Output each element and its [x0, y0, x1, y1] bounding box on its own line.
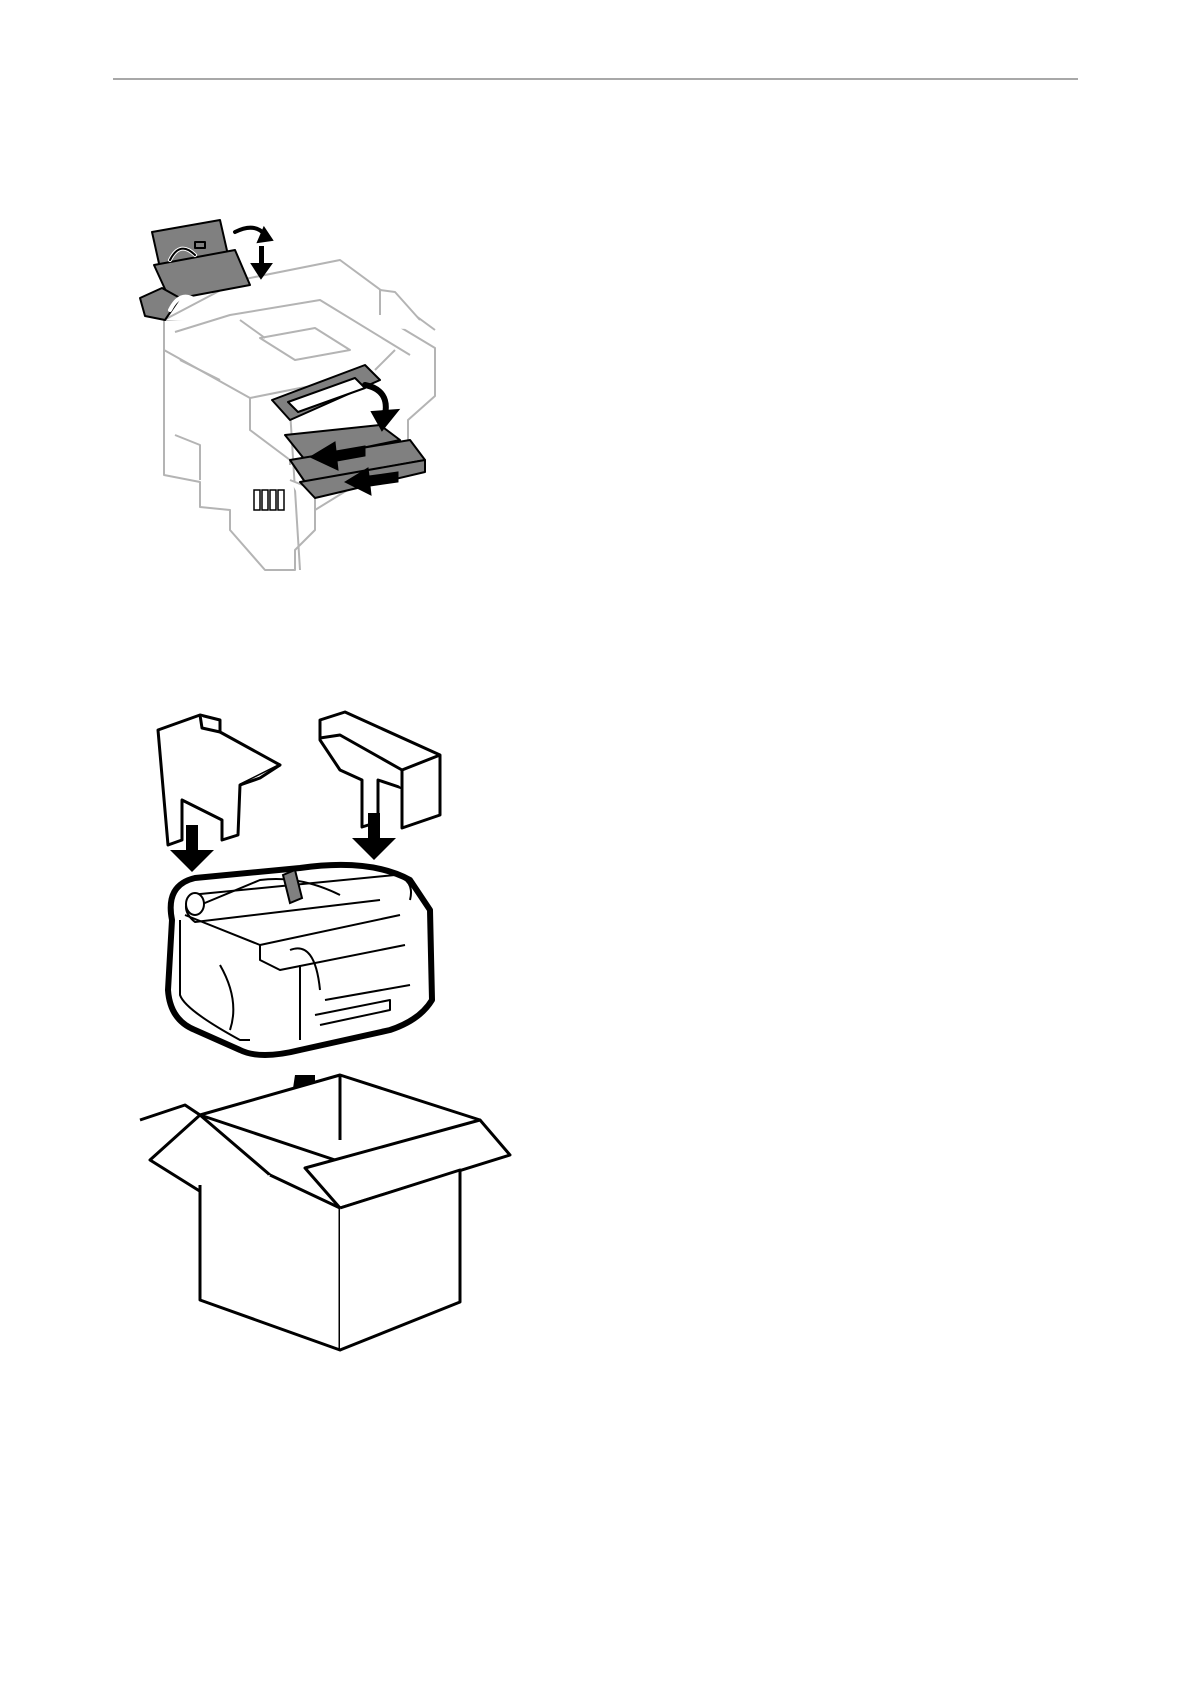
printer-fold-illustration [140, 220, 470, 580]
packing-box-icon [140, 700, 540, 1430]
header-rule [113, 78, 1078, 80]
packing-illustration [140, 700, 540, 1430]
printer-fold-icon [140, 220, 470, 580]
